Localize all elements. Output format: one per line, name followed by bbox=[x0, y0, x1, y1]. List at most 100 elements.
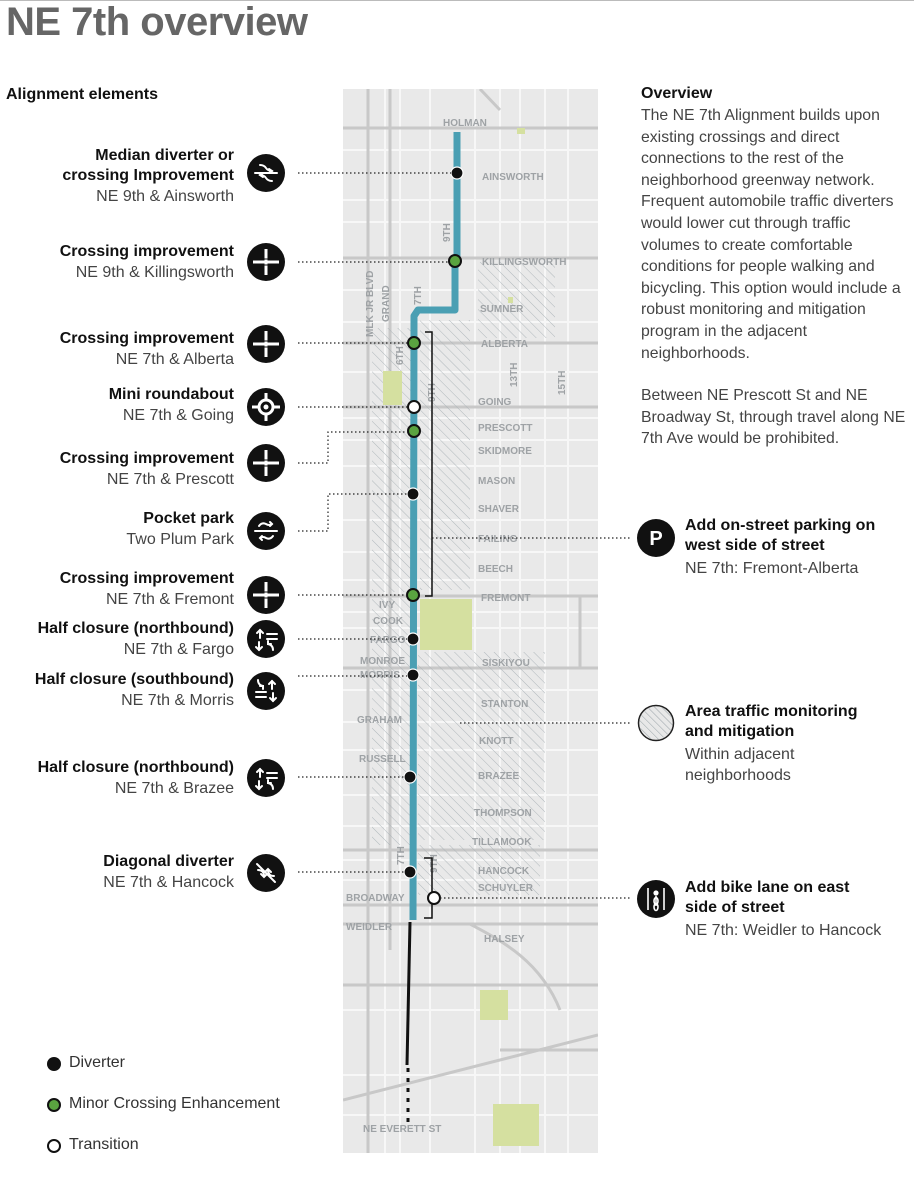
legend-subtitle-line2: neighborhoods bbox=[685, 767, 791, 784]
crossing-improvement-icon bbox=[247, 444, 285, 482]
element-title-line2: crossing Improvement bbox=[62, 167, 234, 184]
element-title: Half closure (northbound) bbox=[37, 620, 234, 637]
street-label-killingsworth: KILLINGSWORTH bbox=[482, 257, 566, 268]
overview-paragraph-1: The NE 7th Alignment builds upon existin… bbox=[641, 107, 901, 362]
street-label-mlk: MLK JR BLVD bbox=[365, 271, 376, 337]
street-labels: HOLMAN AINSWORTH KILLINGSWORTH SUMNER AL… bbox=[346, 118, 568, 1135]
street-label-russell: RUSSELL bbox=[359, 754, 406, 765]
street-label-skidmore: SKIDMORE bbox=[478, 446, 532, 457]
crossing-improvement-icon bbox=[247, 243, 285, 281]
element-crossing-prescott: Crossing improvement NE 7th & Prescott bbox=[0, 449, 234, 490]
element-mini-roundabout: Mini roundabout NE 7th & Going bbox=[0, 385, 234, 426]
street-label-fremont: FREMONT bbox=[481, 593, 530, 604]
street-label-ainsworth: AINSWORTH bbox=[482, 172, 544, 183]
legend-title-line2: side of street bbox=[685, 899, 785, 916]
element-title: Mini roundabout bbox=[108, 386, 234, 403]
element-title: Crossing improvement bbox=[59, 570, 234, 587]
element-half-closure-fargo: Half closure (northbound) NE 7th & Fargo bbox=[0, 619, 234, 660]
page-title: NE 7th overview bbox=[6, 0, 308, 44]
element-title: Median diverter or bbox=[95, 147, 234, 164]
diagonal-diverter-icon bbox=[247, 854, 285, 892]
pocket-park-icon bbox=[247, 512, 285, 550]
street-label-tillamook: TILLAMOOK bbox=[472, 837, 532, 848]
overview-paragraph-2: Between NE Prescott St and NE Broadway S… bbox=[641, 387, 906, 448]
legend-diverter-dot bbox=[47, 1057, 61, 1071]
street-label-beech: BEECH bbox=[478, 564, 513, 575]
element-crossing-alberta: Crossing improvement NE 7th & Alberta bbox=[0, 329, 234, 370]
parks bbox=[383, 128, 539, 1146]
parking-bracket bbox=[425, 331, 433, 597]
street-label-sumner: SUMNER bbox=[480, 304, 524, 315]
point-crossing-alberta bbox=[407, 336, 421, 350]
element-title: Pocket park bbox=[143, 510, 234, 527]
element-title: Crossing improvement bbox=[59, 330, 234, 347]
street-label-siskiyou: SISKIYOU bbox=[482, 658, 530, 669]
median-diverter-icon bbox=[247, 154, 285, 192]
half-closure-southbound-icon bbox=[247, 672, 285, 710]
street-label-cook: COOK bbox=[373, 616, 404, 627]
street-label-thompson: THOMPSON bbox=[474, 808, 532, 819]
legend-title: Area traffic monitoring bbox=[685, 703, 858, 720]
point-crossing-prescott bbox=[407, 424, 421, 438]
street-label-holman: HOLMAN bbox=[443, 118, 487, 129]
element-title: Crossing improvement bbox=[59, 243, 234, 260]
element-half-closure-morris: Half closure (southbound) NE 7th & Morri… bbox=[0, 670, 234, 711]
legend-subtitle: NE 7th: Fremont-Alberta bbox=[685, 560, 859, 577]
point-diagonal-diverter-hancock bbox=[403, 865, 417, 879]
top-rule bbox=[0, 0, 914, 1]
street-label-6th: 6TH bbox=[395, 346, 406, 365]
street-label-hancock: HANCOCK bbox=[478, 866, 530, 877]
overview-heading: Overview bbox=[641, 85, 713, 102]
street-label-fargo: FARGO bbox=[370, 635, 406, 646]
point-roundabout-going bbox=[407, 400, 421, 414]
point-pocket-park bbox=[406, 487, 420, 501]
element-title: Crossing improvement bbox=[59, 450, 234, 467]
element-pocket-park: Pocket park Two Plum Park bbox=[0, 509, 234, 550]
route-map: HOLMAN AINSWORTH KILLINGSWORTH SUMNER AL… bbox=[343, 89, 598, 1153]
point-half-closure-morris bbox=[406, 668, 420, 682]
street-label-schuyler: SCHUYLER bbox=[478, 883, 534, 894]
point-half-closure-brazee bbox=[403, 770, 417, 784]
street-label-monroe: MONROE bbox=[360, 656, 405, 667]
street-label-9th-bottom: 9TH bbox=[429, 854, 440, 873]
street-label-going: GOING bbox=[478, 397, 512, 408]
street-label-grand: GRAND bbox=[381, 285, 392, 322]
legend-minor-crossing-dot bbox=[47, 1098, 61, 1112]
element-median-diverter: Median diverter or crossing Improvement … bbox=[0, 146, 234, 207]
street-label-morris: MORRIS bbox=[360, 670, 400, 681]
overview-body: The NE 7th Alignment builds upon existin… bbox=[641, 105, 911, 471]
half-closure-northbound-icon bbox=[247, 620, 285, 658]
element-location: NE 7th & Alberta bbox=[115, 351, 234, 368]
street-label-halsey: HALSEY bbox=[484, 934, 525, 945]
element-diagonal-diverter: Diagonal diverter NE 7th & Hancock bbox=[0, 852, 234, 893]
element-title: Half closure (northbound) bbox=[37, 759, 234, 776]
street-label-13th: 13TH bbox=[509, 363, 520, 387]
element-half-closure-brazee: Half closure (northbound) NE 7th & Braze… bbox=[0, 758, 234, 799]
street-label-everett: NE EVERETT ST bbox=[363, 1124, 441, 1135]
street-label-ivy: IVY bbox=[379, 600, 395, 611]
legend-minor-crossing-label: Minor Crossing Enhancement bbox=[69, 1095, 280, 1112]
alignment-elements-heading: Alignment elements bbox=[6, 86, 159, 103]
street-label-shaver: SHAVER bbox=[478, 504, 520, 515]
element-location: NE 7th & Brazee bbox=[114, 780, 234, 797]
street-label-weidler: WEIDLER bbox=[346, 922, 393, 933]
legend-title: Add on-street parking on bbox=[685, 517, 876, 534]
parking-icon: P bbox=[637, 519, 675, 557]
element-crossing-killingsworth: Crossing improvement NE 9th & Killingswo… bbox=[0, 242, 234, 283]
legend-title-line2: and mitigation bbox=[685, 723, 795, 740]
street-label-broadway: BROADWAY bbox=[346, 893, 405, 904]
street-label-mason: MASON bbox=[478, 476, 515, 487]
legend-parking: Add on-street parking on west side of st… bbox=[685, 516, 875, 579]
route-black-segment bbox=[405, 921, 412, 1066]
element-crossing-fremont: Crossing improvement NE 7th & Fremont bbox=[0, 569, 234, 610]
street-label-prescott: PRESCOTT bbox=[478, 423, 532, 434]
street-label-7th-top: 7TH bbox=[413, 286, 424, 305]
element-title: Half closure (southbound) bbox=[34, 671, 234, 688]
element-location: NE 7th & Fargo bbox=[123, 641, 234, 658]
legend-diverter-label: Diverter bbox=[69, 1054, 126, 1071]
legend-subtitle: NE 7th: Weidler to Hancock bbox=[685, 922, 882, 939]
legend-subtitle: Within adjacent bbox=[685, 746, 795, 763]
street-label-stanton: STANTON bbox=[481, 699, 528, 710]
legend-title: Add bike lane on east bbox=[685, 879, 850, 896]
